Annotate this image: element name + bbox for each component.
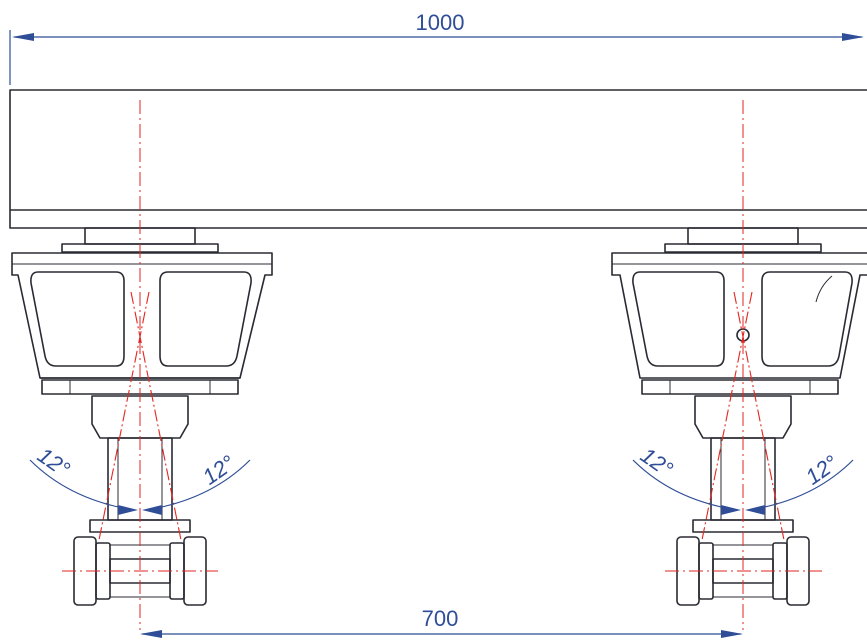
overall-width-label: 1000 — [416, 10, 465, 35]
left-unit-left-angle-label: 12° — [33, 442, 75, 482]
right-bogie-unit — [611, 227, 867, 606]
axle-spacing-label: 700 — [422, 606, 459, 631]
left-bogie-unit — [11, 227, 273, 606]
left-unit-right-angle-label: 12° — [198, 450, 240, 490]
right-unit-right-angle-label: 12° — [801, 450, 843, 490]
right-unit-left-angle-label: 12° — [636, 442, 678, 482]
centerlines — [62, 100, 822, 630]
swing-angle-rays — [98, 291, 785, 541]
main-beam — [9, 89, 867, 229]
overall-width-dimension: 1000 — [9, 10, 864, 85]
axle-spacing-dimension: 700 — [140, 606, 743, 638]
